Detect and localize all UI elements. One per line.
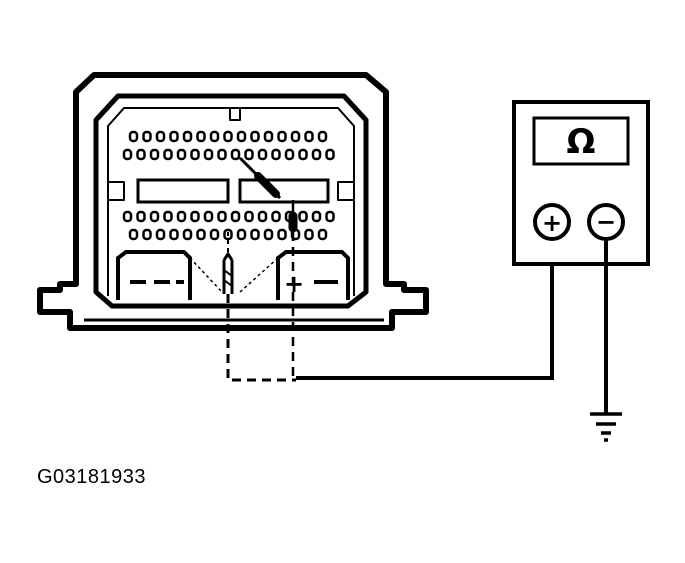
pin-cavity <box>230 210 241 223</box>
pin-cavity <box>304 228 314 241</box>
pin-cavity <box>149 210 160 223</box>
pin-cavity <box>244 210 254 223</box>
pin-cavity <box>236 130 247 143</box>
pin-cavity <box>298 148 308 161</box>
pin-cavity <box>317 130 328 143</box>
pin-cavity <box>271 148 281 161</box>
pin-cavity <box>263 130 274 143</box>
pin-cavity <box>217 148 227 161</box>
pin-cavity <box>169 228 179 241</box>
test-probes <box>222 156 298 382</box>
pin-cavity <box>176 210 187 223</box>
pin-cavity <box>203 210 214 223</box>
pin-cavity <box>142 228 152 241</box>
pin-cavity <box>136 148 146 161</box>
test-lead-positive <box>296 236 554 380</box>
pin-cavity <box>230 148 241 161</box>
pin-cavity <box>196 228 206 241</box>
pin-cavity <box>250 130 260 143</box>
minus-terminal-label: − <box>596 208 616 236</box>
ground-lead <box>590 240 622 442</box>
probe-body-center <box>222 251 234 294</box>
pin-cavity <box>203 148 214 161</box>
pin-cavity <box>277 228 287 241</box>
top-key <box>229 108 241 121</box>
pin-cavity <box>196 130 206 143</box>
pin-cavity <box>250 228 260 241</box>
ohmmeter: Ω + − <box>512 100 650 266</box>
pin-cavity <box>163 210 173 223</box>
pin-cavity <box>284 148 295 161</box>
upper-left-slot <box>136 178 230 204</box>
ohm-symbol: Ω <box>567 122 596 162</box>
left-notch <box>108 181 125 201</box>
pin-cavity <box>244 148 254 161</box>
probe-center-stripe <box>223 269 233 287</box>
right-power-slot <box>276 250 350 300</box>
connector-face <box>93 93 369 309</box>
pin-cavity <box>149 148 160 161</box>
pin-cavity <box>257 148 268 161</box>
pin-cavity <box>236 228 247 241</box>
pin-cavity <box>169 130 179 143</box>
right-slot-guide <box>239 257 279 293</box>
upper-right-slot <box>238 178 330 204</box>
pin-cavity <box>223 130 233 143</box>
blade-slots <box>116 178 350 300</box>
pin-cavity <box>122 148 133 161</box>
pin-cavity <box>271 210 281 223</box>
figure-id-label: G03181933 <box>37 466 147 488</box>
pin-cavity <box>182 130 193 143</box>
left-power-slot <box>116 250 192 300</box>
pin-cavity <box>209 228 220 241</box>
pin-cavity <box>176 148 187 161</box>
pin-cavity <box>155 130 166 143</box>
pin-cavity <box>257 210 268 223</box>
pin-cavity <box>163 148 173 161</box>
pin-cavity <box>290 130 301 143</box>
pin-cavity <box>304 130 314 143</box>
pin-cavity <box>122 210 133 223</box>
pin-cavity <box>223 228 233 241</box>
pin-cavity <box>325 210 335 223</box>
pin-cavity <box>217 210 227 223</box>
pin-cavity <box>277 130 287 143</box>
pin-cavity <box>311 148 322 161</box>
plus-terminal-ring <box>533 203 571 241</box>
pin-cavity <box>128 228 139 241</box>
plus-terminal-label: + <box>542 209 562 237</box>
probe-tip-diagonal <box>254 172 280 198</box>
pin-cavity <box>190 210 200 223</box>
meter-display <box>532 116 630 166</box>
pin-cavity <box>128 130 139 143</box>
right-notch <box>337 181 354 201</box>
pin-cavity <box>311 210 322 223</box>
pin-cavity <box>263 228 274 241</box>
pin-cavity <box>317 228 328 241</box>
connector-pins <box>122 130 335 241</box>
module-housing <box>37 72 429 331</box>
pin-cavity <box>298 210 308 223</box>
pin-cavity <box>190 148 200 161</box>
pin-cavity <box>182 228 193 241</box>
probe-body-right <box>288 211 298 233</box>
pin-cavity <box>155 228 166 241</box>
pin-cavity <box>209 130 220 143</box>
left-slot-guide <box>189 257 223 293</box>
pin-cavity <box>325 148 335 161</box>
ground-icon <box>590 412 622 442</box>
housing-outline <box>37 72 429 331</box>
pin-cavity <box>136 210 146 223</box>
minus-terminal-ring <box>587 203 625 241</box>
pin-cavity <box>142 130 152 143</box>
